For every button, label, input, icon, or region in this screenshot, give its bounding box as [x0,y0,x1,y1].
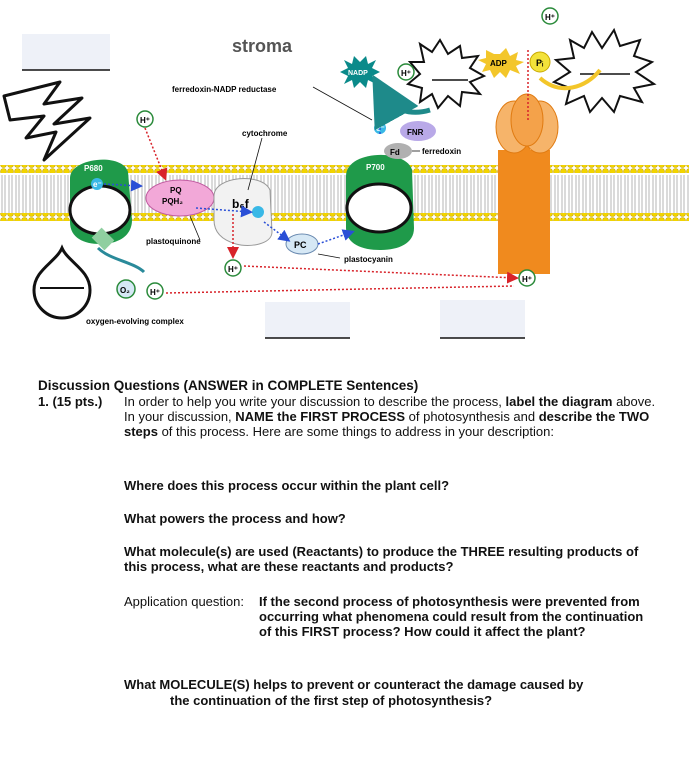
svg-text:Fd: Fd [390,148,400,157]
prompt-location: Where does this process occur within the… [124,478,450,493]
photosystem-ii [68,159,132,251]
application-question: If the second process of photosynthesis … [259,594,644,639]
prompt-power: What powers the process and how? [124,511,346,526]
cytochrome-b6f [213,178,273,246]
atp-synthase [495,50,559,274]
fnr-label: ferredoxin-NADP reductase [172,85,277,94]
svg-text:Pᵢ: Pᵢ [536,58,544,68]
svg-text:ADP: ADP [490,59,508,68]
svg-text:P700: P700 [366,163,385,172]
oec-label: oxygen-evolving complex [86,317,184,326]
svg-text:H⁺: H⁺ [140,116,150,125]
question-1-text: In order to help you write your discussi… [124,394,656,439]
light-bolt-icon [2,80,92,162]
prompt-molecule: What MOLECULE(S) helps to prevent or cou… [124,677,584,692]
svg-text:PQH₂: PQH₂ [162,197,183,206]
question-number: 1. (15 pts.) [38,394,103,409]
svg-text:H⁺: H⁺ [545,13,555,22]
svg-text:H⁺: H⁺ [150,288,160,297]
plastocyanin-label: plastocyanin [344,255,393,264]
svg-text:H⁺: H⁺ [522,275,532,284]
answer-burst-2[interactable] [551,27,657,114]
svg-text:O₂: O₂ [120,286,130,295]
svg-text:PC: PC [294,240,307,250]
label-box-top-left[interactable] [22,34,110,70]
svg-text:PQ: PQ [170,186,182,195]
svg-text:H⁺: H⁺ [228,265,238,274]
water-drop-icon [32,244,92,320]
cytochrome-label: cytochrome [242,129,288,138]
label-box-bottom-1[interactable] [265,302,350,338]
discussion-heading: Discussion Questions (ANSWER in COMPLETE… [38,378,419,393]
nadp-star-icon [340,56,380,88]
answer-burst-1[interactable] [405,38,487,110]
prompt-reactants: What molecule(s) are used (Reactants) to… [124,544,639,574]
svg-text:FNR: FNR [407,128,424,137]
application-label: Application question: [124,594,244,609]
svg-text:NADP: NADP [348,70,368,77]
plastoquinone-label: plastoquinone [146,237,201,246]
svg-text:H⁺: H⁺ [401,69,411,78]
label-box-bottom-2[interactable] [440,300,525,338]
e-label: e⁻ [93,180,102,189]
svg-text:P680: P680 [84,164,103,173]
adp-star-icon [478,48,524,78]
photosynthesis-diagram: P680 e⁻ PQ PQH₂ b₆f PC P700 Fd FNR e⁻ NA… [0,7,689,339]
prompt-molecule-cont: the continuation of the first step of ph… [170,693,493,708]
ferredoxin-label: ferredoxin [422,147,461,156]
photosystem-i [345,154,414,250]
svg-text:b₆f: b₆f [232,197,250,211]
stroma-label: stroma [232,36,293,56]
